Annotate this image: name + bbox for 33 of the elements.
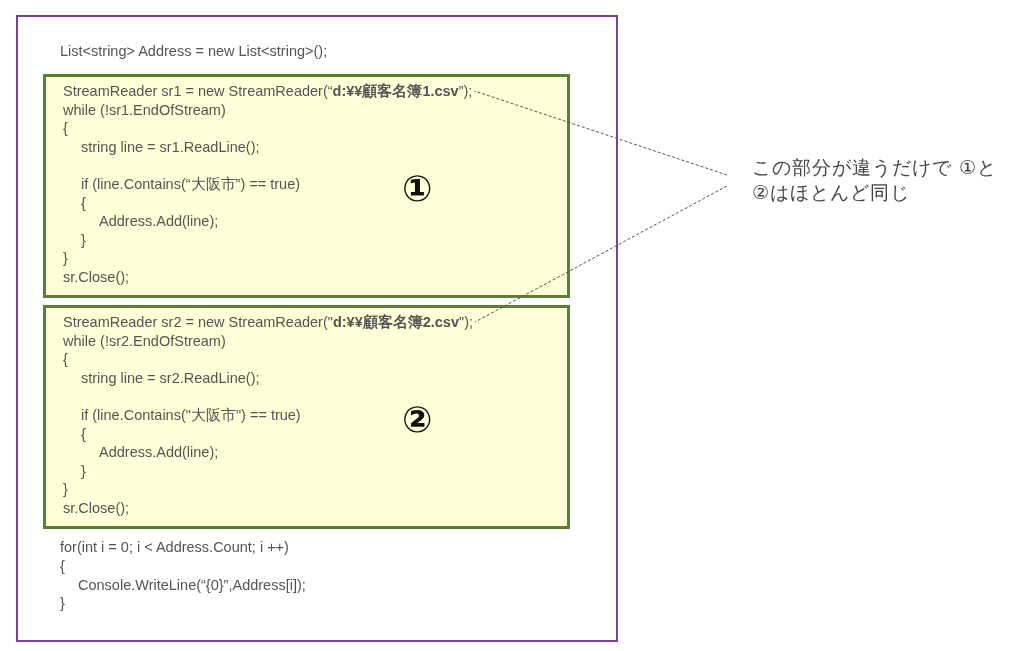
code-line: if (line.Contains(“大阪市”) == true) xyxy=(81,175,301,193)
code-line: } xyxy=(63,480,68,499)
code-line: Address.Add(line); xyxy=(99,443,219,462)
code-block-box xyxy=(43,305,570,529)
code-line: List<string> Address = new List<string>(); xyxy=(60,42,328,60)
code-line: sr.Close(); xyxy=(63,499,130,517)
code-line: } xyxy=(81,230,86,249)
code-line: } xyxy=(60,594,65,612)
code-line: { xyxy=(81,424,86,443)
code-line: Address.Add(line); xyxy=(99,212,219,231)
leader-line xyxy=(474,185,728,323)
code-line: for(int i = 0; i < Address.Count; i ++) xyxy=(60,538,289,556)
code-line: if (line.Contains("大阪市") == true) xyxy=(81,406,301,424)
annotation-text: この部分が違うだけで ①と②はほとんど同じ xyxy=(752,155,1002,211)
code-block-box xyxy=(43,74,570,298)
circled-number: ② xyxy=(402,400,433,440)
code-line: string line = sr2.ReadLine(); xyxy=(81,368,260,387)
code-line: } xyxy=(63,249,68,268)
code-line: StreamReader sr1 = new StreamReader(“d:¥¥顧客名簿1.csv”); xyxy=(63,82,473,100)
code-line: StreamReader sr2 = new StreamReader("d:¥¥顧客名簿2.csv"); xyxy=(63,313,473,331)
code-line: { xyxy=(81,193,86,212)
leader-line xyxy=(473,90,728,176)
code-line: Console.WriteLine(“{0}”,Address[i]); xyxy=(78,576,306,594)
code-line: } xyxy=(81,461,86,480)
code-line: { xyxy=(63,119,68,138)
code-frame xyxy=(16,15,618,642)
code-line: while (!sr2.EndOfStream) xyxy=(63,331,226,350)
code-line: while (!sr1.EndOfStream) xyxy=(63,100,226,119)
code-line: string line = sr1.ReadLine(); xyxy=(81,137,260,156)
code-line: { xyxy=(60,557,65,575)
code-line: sr.Close(); xyxy=(63,268,130,286)
code-line: { xyxy=(63,350,68,369)
circled-number: ① xyxy=(402,169,433,209)
